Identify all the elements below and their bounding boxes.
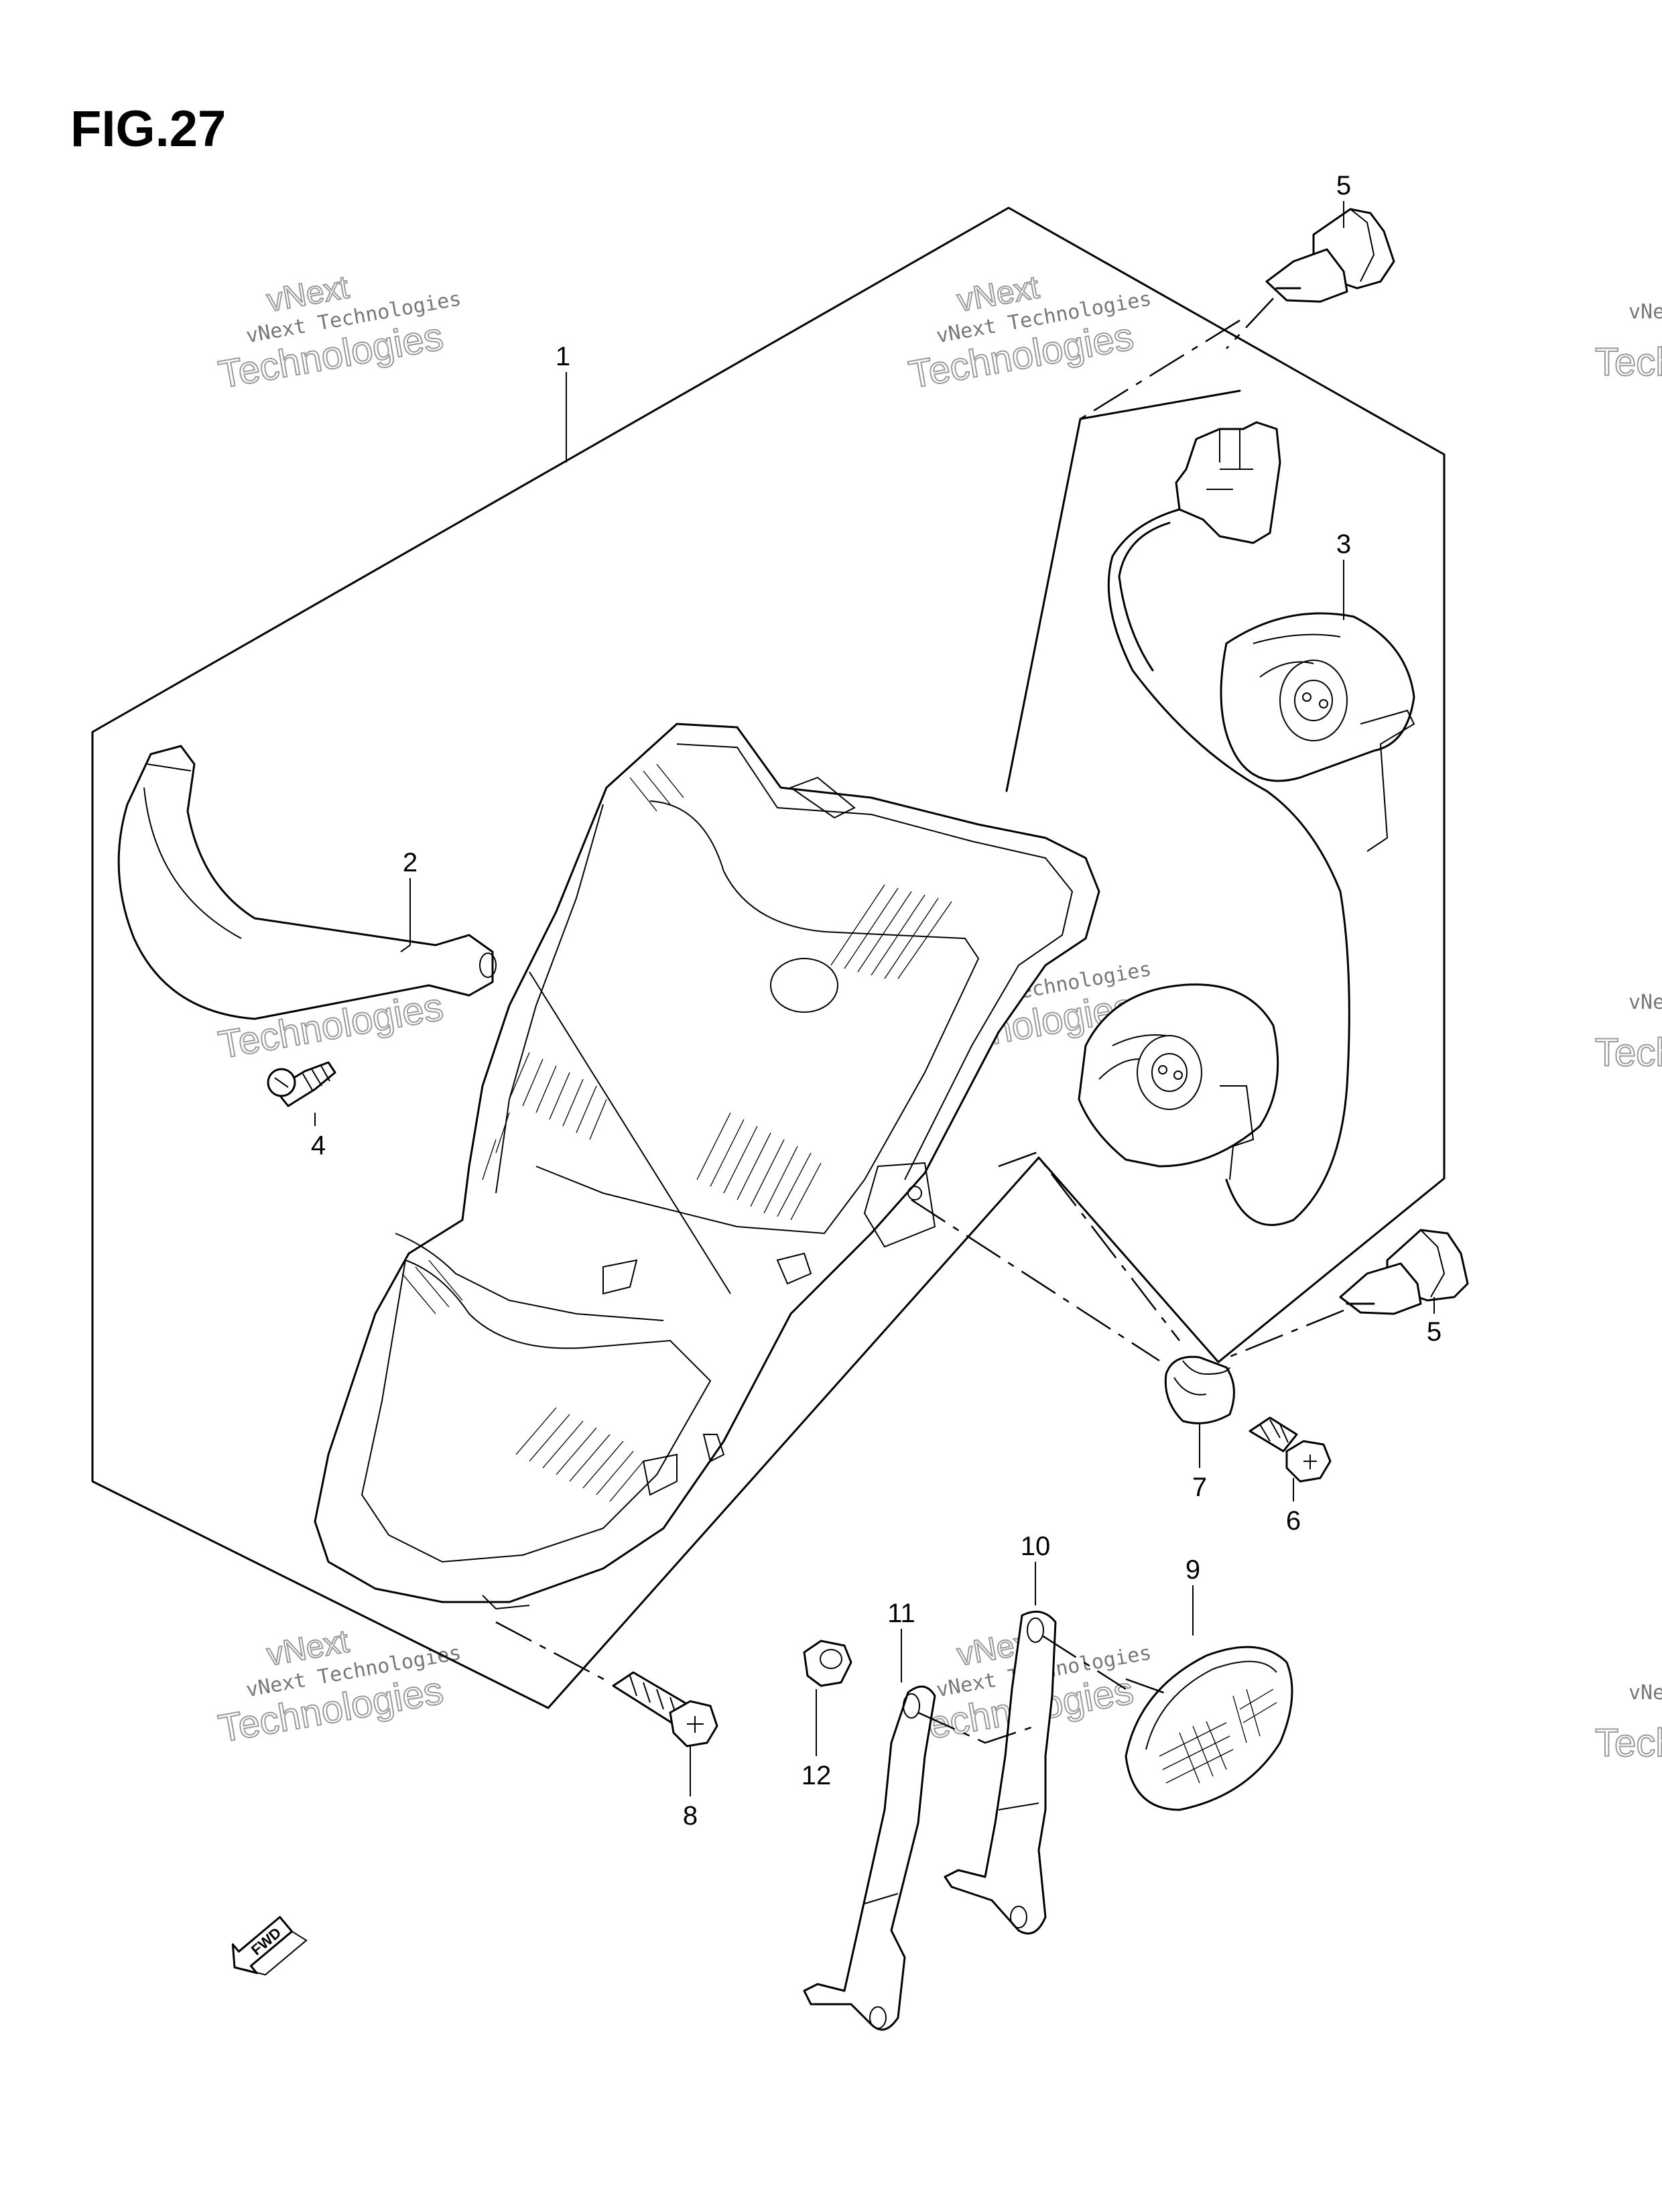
watermark-top-center: vNext vNext Technologies Technologies bbox=[905, 269, 1153, 397]
part-bracket-arm bbox=[117, 745, 497, 1020]
callout-7: 7 bbox=[1192, 1473, 1207, 1502]
part-bracket-10 bbox=[944, 1610, 1057, 1934]
fwd-arrow-icon: FWD bbox=[231, 1916, 308, 1976]
callout-1: 1 bbox=[556, 342, 570, 371]
install-line-bracket-a bbox=[917, 1711, 1036, 1744]
callout-5-upper: 5 bbox=[1336, 171, 1351, 200]
part-screw-8 bbox=[612, 1671, 718, 1747]
install-line-reflector bbox=[1125, 1678, 1173, 1697]
watermark-edge-2: Technologies bbox=[1595, 341, 1662, 384]
assembly-boundary bbox=[91, 206, 1446, 1709]
part-screw-4 bbox=[267, 1061, 336, 1107]
leader-2 bbox=[400, 878, 411, 953]
watermark-edge-right: vNext Technologies Technologies vNext Te… bbox=[1594, 300, 1662, 1766]
watermark-low-left: vNext vNext Technologies Technologies bbox=[214, 1623, 462, 1752]
part-bracket-11 bbox=[803, 1685, 936, 2031]
watermark-top-left: vNext vNext Technologies Technologies bbox=[214, 269, 462, 397]
install-line-bracket-b bbox=[1041, 1634, 1127, 1691]
install-line-housing bbox=[998, 1152, 1180, 1341]
callout-11: 11 bbox=[887, 1599, 915, 1628]
callout-2: 2 bbox=[403, 848, 418, 877]
callout-8: 8 bbox=[683, 1801, 698, 1831]
figure-title: FIG.27 bbox=[70, 101, 226, 158]
watermark-edge-5: vNext Technologies bbox=[1628, 1681, 1662, 1705]
callout-10: 10 bbox=[1021, 1532, 1051, 1561]
part-reflector bbox=[1125, 1646, 1293, 1811]
watermark-edge-1: vNext Technologies bbox=[1628, 300, 1662, 324]
watermark-edge-3: vNext Technologies bbox=[1628, 991, 1662, 1014]
callout-4: 4 bbox=[311, 1131, 326, 1160]
callout-9: 9 bbox=[1186, 1555, 1200, 1585]
part-bulb-upper bbox=[1226, 208, 1395, 349]
callout-5-lower: 5 bbox=[1427, 1317, 1442, 1347]
watermark-edge-6: Technologies bbox=[1595, 1721, 1662, 1765]
part-grommet bbox=[1164, 1355, 1235, 1424]
callout-12: 12 bbox=[802, 1761, 832, 1790]
part-bulb-lower bbox=[1219, 1229, 1469, 1362]
install-line-grommet bbox=[911, 1199, 1160, 1362]
part-nut bbox=[803, 1640, 852, 1687]
callout-3: 3 bbox=[1336, 530, 1351, 559]
part-screw-6 bbox=[1249, 1416, 1332, 1483]
harness-link-line bbox=[1005, 319, 1240, 792]
install-line-screw8 bbox=[495, 1621, 611, 1684]
callout-6: 6 bbox=[1286, 1506, 1301, 1536]
watermark-edge-4: Technologies bbox=[1595, 1031, 1662, 1074]
part-bulb-socket-harness bbox=[1078, 421, 1415, 1226]
part-headlight-housing bbox=[314, 723, 1100, 1610]
